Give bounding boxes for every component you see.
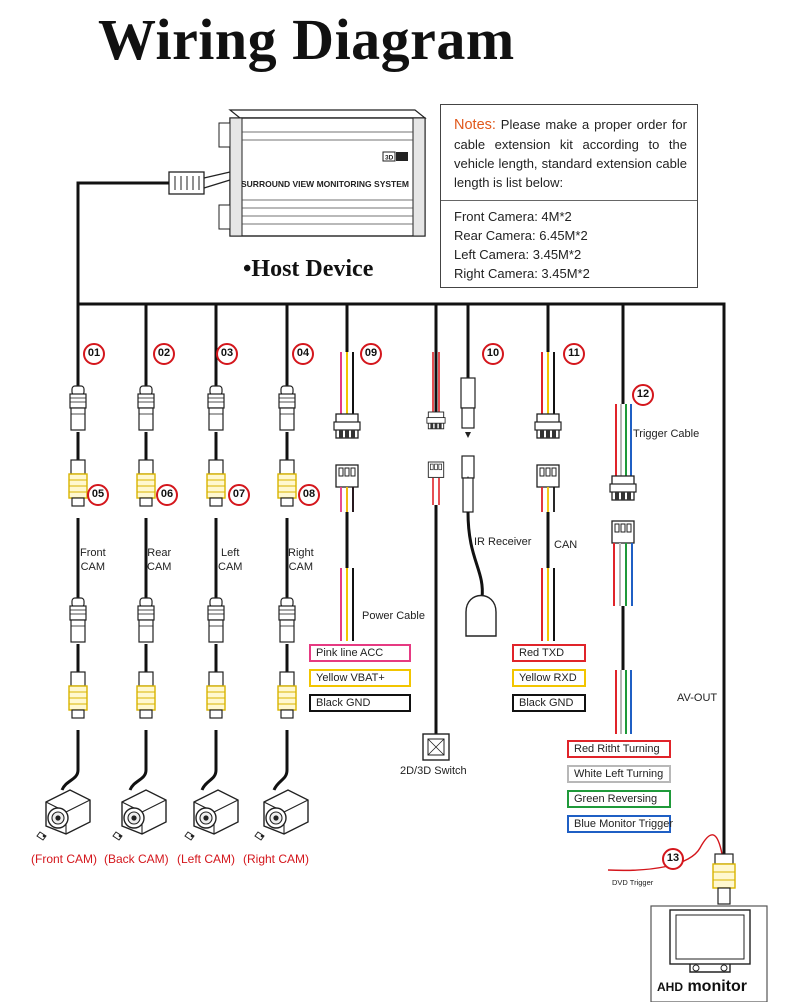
- back-cam-caption: (Back CAM): [104, 852, 169, 866]
- trigger-cable: [609, 304, 637, 734]
- front-camera-icon: [36, 789, 91, 841]
- can-wire-txd: Red TXD: [512, 644, 586, 662]
- badge-04: 04: [292, 343, 314, 365]
- can-wire-gnd: Black GND: [512, 694, 586, 712]
- back-camera-icon: [112, 789, 167, 841]
- badge-01: 01: [83, 343, 105, 365]
- notes-spec-left: Left Camera: 3.45M*2: [454, 247, 582, 262]
- left-cam-caption: (Left CAM): [177, 852, 236, 866]
- power-cable: [333, 304, 361, 641]
- av-out-label: AV-OUT: [677, 692, 718, 704]
- badge-08: 08: [298, 484, 320, 506]
- power-wire-vbat: Yellow VBAT+: [309, 669, 411, 687]
- dvd-trigger-label: DVD Trigger: [612, 878, 654, 887]
- front-cam-caption: (Front CAM): [31, 852, 97, 866]
- switch-label: 2D/3D Switch: [400, 765, 467, 777]
- host-device: 3D SURROUND VIEW MONITORING SYSTEM: [168, 109, 427, 237]
- notes-text: Please make a proper order for cable ext…: [454, 117, 687, 190]
- can-wire-rxd: Yellow RXD: [512, 669, 586, 687]
- right-cam-caption: (Right CAM): [243, 852, 310, 866]
- badge-07: 07: [228, 484, 250, 506]
- ahd-monitor: [650, 905, 768, 1002]
- monitor-label: AHD monitor: [657, 978, 747, 996]
- badge-10: 10: [482, 343, 504, 365]
- badge-05: 05: [87, 484, 109, 506]
- power-wire-gnd: Black GND: [309, 694, 411, 712]
- monitor-word: monitor: [687, 978, 747, 995]
- host-box-text: SURROUND VIEW MONITORING SYSTEM: [241, 179, 409, 189]
- host-device-label: •Host Device: [243, 256, 374, 282]
- badge-06: 06: [156, 484, 178, 506]
- switch-cable: [422, 304, 450, 761]
- power-cable-label: Power Cable: [362, 610, 425, 622]
- can-cable: [534, 304, 562, 641]
- notes-box: Notes: Please make a proper order for ca…: [440, 104, 698, 288]
- notes-spec-front: Front Camera: 4M*2: [454, 209, 572, 224]
- badge-13: 13: [662, 848, 684, 870]
- badge-11: 11: [563, 343, 585, 365]
- page-title: Wiring Diagram: [98, 7, 515, 72]
- ir-receiver-icon: [465, 595, 497, 637]
- trigger-wire-green: Green Reversing: [567, 790, 671, 808]
- host-badge-3d: 3D: [385, 155, 394, 162]
- trigger-wire-red: Red Ritht Turning: [567, 740, 671, 758]
- camera-channels: [36, 304, 309, 841]
- badge-02: 02: [153, 343, 175, 365]
- badge-03: 03: [216, 343, 238, 365]
- notes-title: Notes:: [454, 117, 496, 133]
- left-cam-label: Left CAM: [218, 547, 243, 573]
- trigger-wire-white: White Left Turning: [567, 765, 671, 783]
- monitor-prefix: AHD: [657, 980, 683, 994]
- notes-divider: [441, 200, 697, 201]
- ir-receiver-label: IR Receiver: [474, 536, 532, 548]
- power-wire-acc: Pink line ACC: [309, 644, 411, 662]
- ir-receiver-cable: [460, 304, 497, 637]
- trigger-cable-label: Trigger Cable: [633, 428, 700, 440]
- av-out-cable: [607, 834, 736, 905]
- notes-spec-right: Right Camera: 3.45M*2: [454, 266, 590, 281]
- right-camera-icon: [254, 789, 309, 841]
- notes-spec-rear: Rear Camera: 6.45M*2: [454, 228, 588, 243]
- rear-cam-label: Rear CAM: [147, 547, 172, 573]
- front-cam-label: Front CAM: [80, 547, 106, 573]
- notes-lead: Notes: Please make a proper order for ca…: [454, 115, 687, 192]
- badge-12: 12: [632, 384, 654, 406]
- can-label: CAN: [554, 539, 578, 551]
- left-camera-icon: [184, 789, 239, 841]
- badge-09: 09: [360, 343, 382, 365]
- trigger-wire-blue: Blue Monitor Trigger: [567, 815, 673, 833]
- right-cam-label: Right CAM: [288, 547, 314, 573]
